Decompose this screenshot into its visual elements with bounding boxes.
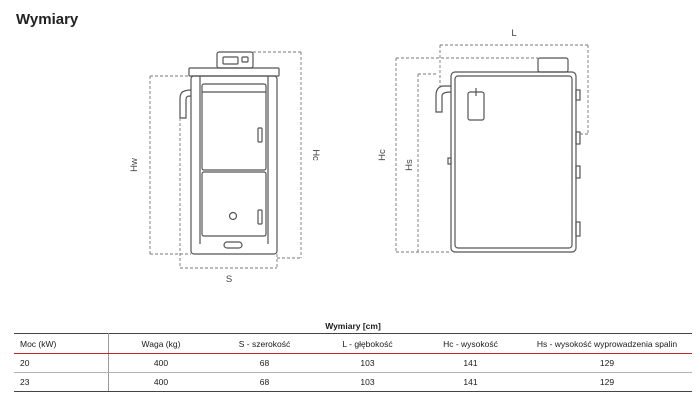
label-s: S	[226, 274, 232, 285]
side-handle	[179, 89, 192, 119]
column-header: Waga (kg)	[108, 333, 213, 354]
label-l: L	[511, 28, 516, 39]
column-header: Hs - wysokość wyprowadzenia spalin	[522, 333, 692, 354]
controller-knob	[241, 56, 249, 63]
upper-door-handle	[257, 127, 263, 143]
label-hc-front: Hc	[310, 149, 321, 161]
table-header-row: Moc (kW) Waga (kg) S - szerokość L - głę…	[14, 333, 692, 354]
flue-outlet	[537, 57, 569, 73]
table-cell: 103	[316, 372, 419, 392]
label-hw: Hw	[129, 158, 140, 172]
side-dimension-lines	[395, 44, 589, 253]
column-header: Moc (kW)	[14, 333, 109, 354]
table-row: 20 400 68 103 141 129	[14, 353, 692, 373]
boiler-dimension-drawing: Hw Hc S L Hc Hs	[129, 28, 589, 285]
front-view	[179, 51, 280, 255]
table-caption: Wymiary [cm]	[325, 321, 381, 331]
lower-door-handle	[257, 209, 263, 225]
table-cell: 68	[213, 372, 316, 392]
inspection-hole	[228, 211, 238, 221]
table-cell: 23	[14, 372, 109, 392]
front-top-lid	[188, 67, 280, 77]
table-cell: 103	[316, 353, 419, 373]
side-pipe	[435, 85, 452, 113]
table-cell: 400	[108, 372, 213, 392]
dimensions-table-section: Wymiary [cm] Moc (kW) Waga (kg) S - szer…	[14, 320, 692, 392]
table-cell: 20	[14, 353, 109, 373]
column-header: L - głębokość	[316, 333, 419, 354]
table-cell: 129	[522, 372, 692, 392]
table-row: 23 400 68 103 141 129	[14, 372, 692, 392]
front-lower-door	[201, 171, 267, 237]
front-body	[190, 75, 278, 255]
front-dimension-lines	[149, 51, 302, 269]
table-cell: 400	[108, 353, 213, 373]
ash-pan	[223, 241, 243, 249]
controller-display	[222, 56, 239, 65]
label-hs: Hs	[404, 159, 415, 171]
label-hc-side: Hc	[377, 149, 388, 161]
side-handle-block	[467, 91, 485, 121]
front-upper-door	[201, 83, 267, 171]
table-cell: 141	[419, 353, 522, 373]
side-view	[435, 57, 581, 253]
table-cell: 141	[419, 372, 522, 392]
column-header: S - szerokość	[213, 333, 316, 354]
dimensions-table: Moc (kW) Waga (kg) S - szerokość L - głę…	[14, 333, 692, 392]
side-body	[450, 71, 577, 253]
table-cell: 129	[522, 353, 692, 373]
table-cell: 68	[213, 353, 316, 373]
page-title: Wymiary	[16, 11, 79, 28]
column-header: Hc - wysokość	[419, 333, 522, 354]
